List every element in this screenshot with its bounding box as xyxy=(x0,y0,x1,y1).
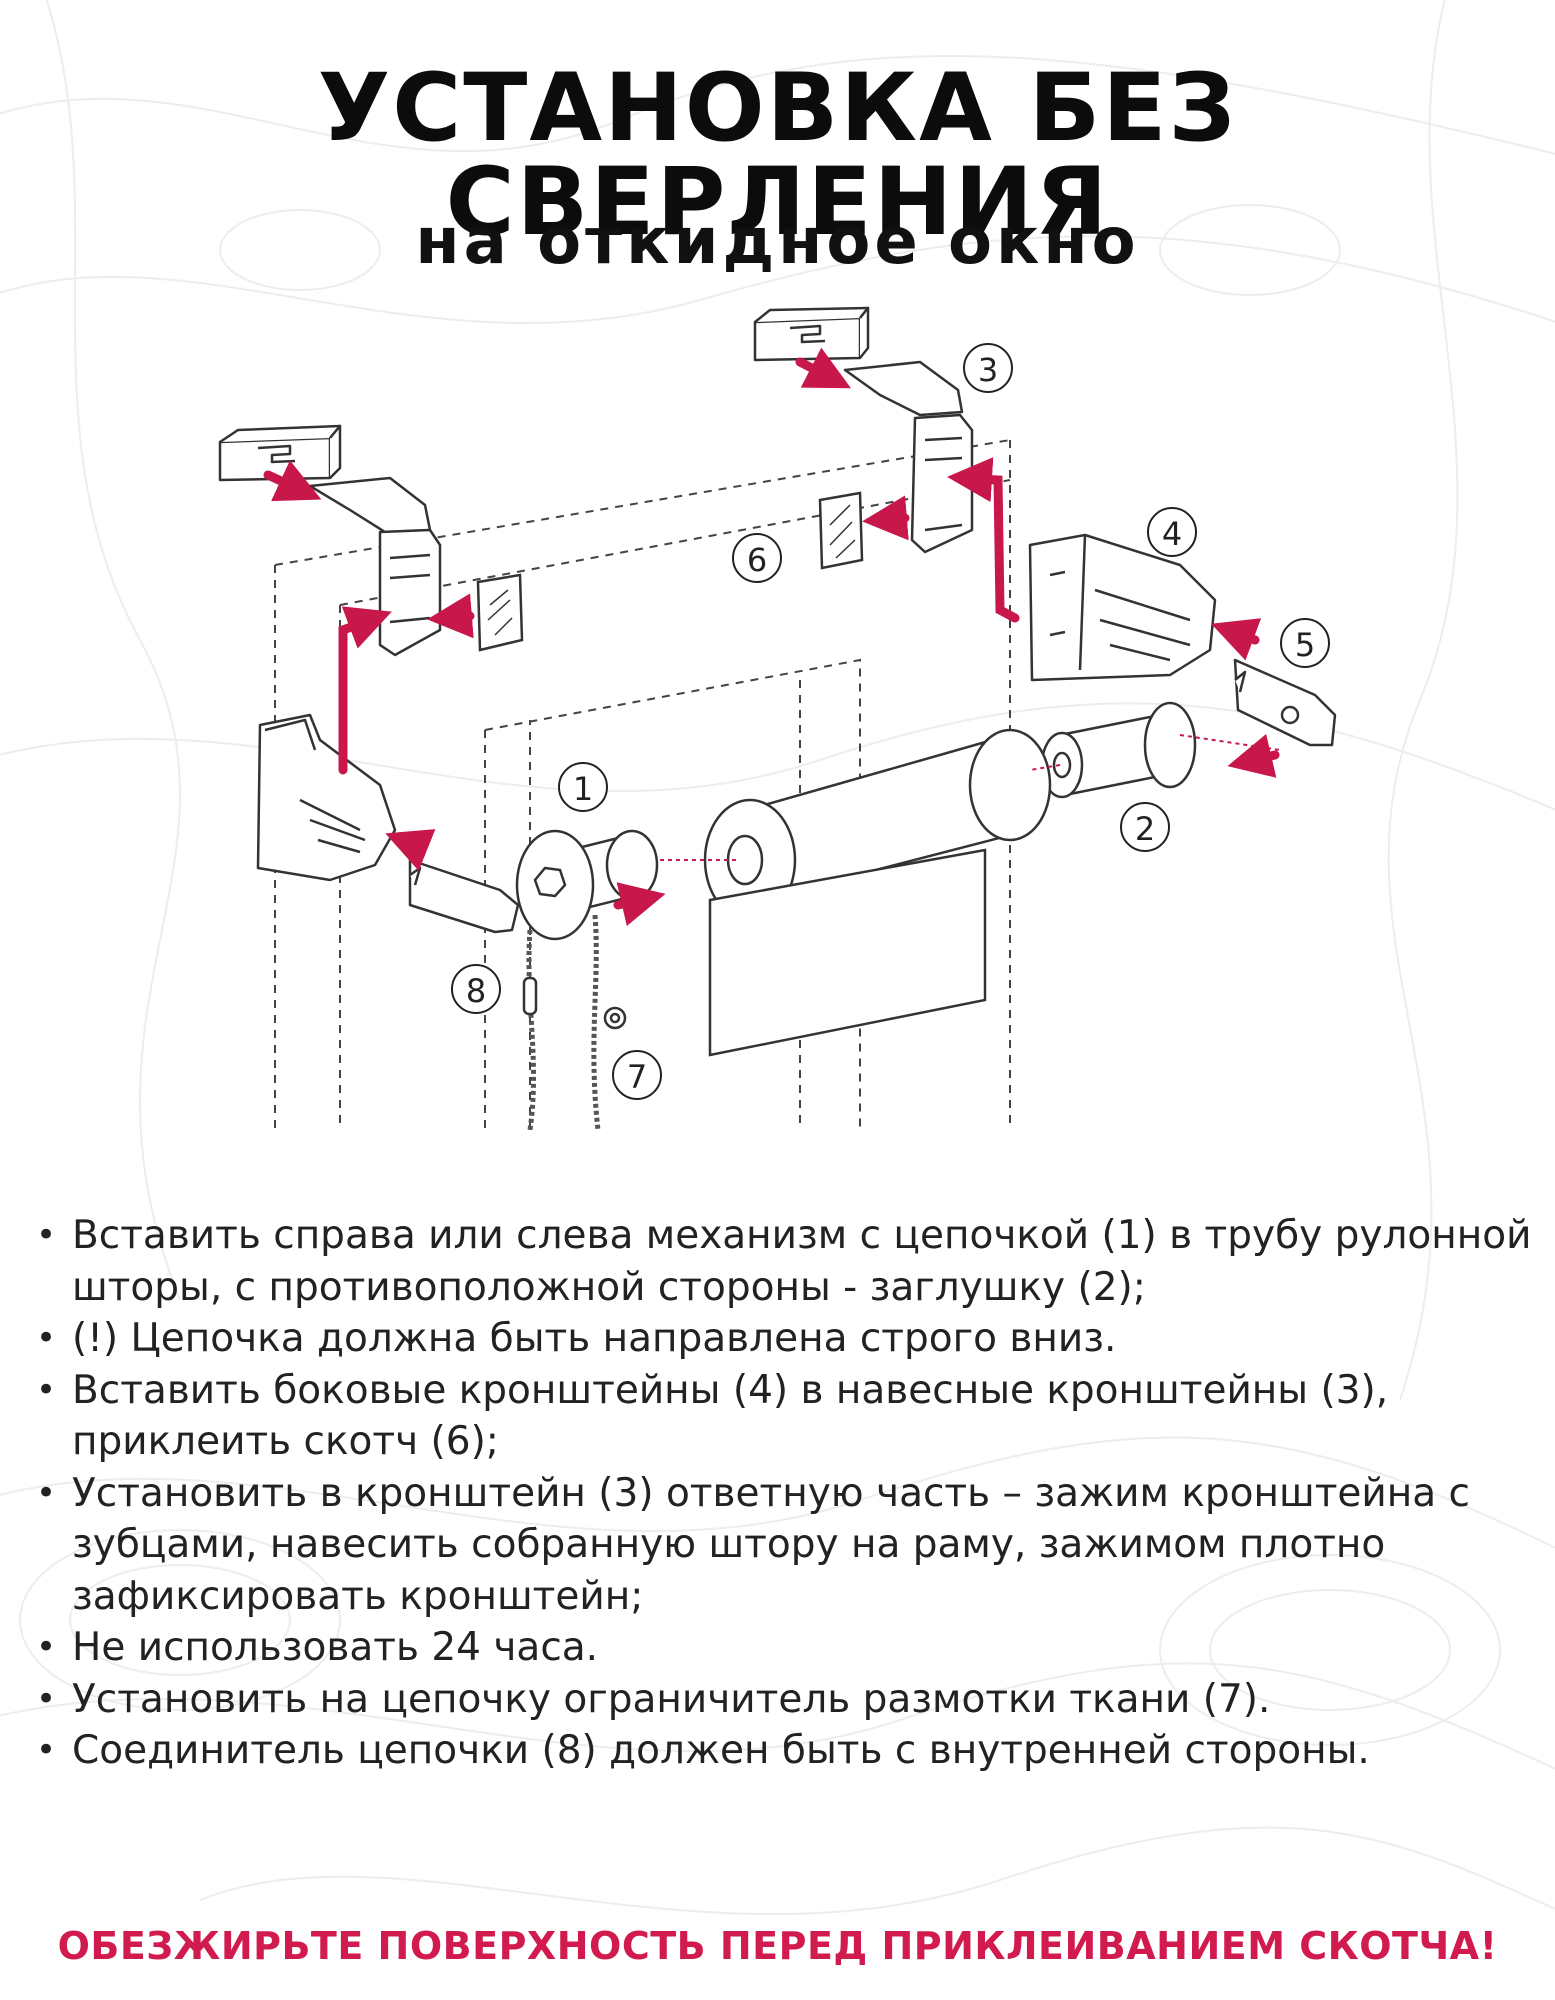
instruction-item: • Установить на цепочку ограничитель разм… xyxy=(32,1674,1532,1726)
label-6: 6 xyxy=(747,541,767,579)
warning-note: ОБЕЗЖИРЬТЕ ПОВЕРХНОСТЬ ПЕРЕД ПРИКЛЕИВАНИ… xyxy=(57,1924,1498,1968)
installation-diagram: 1 2 3 4 5 6 7 8 xyxy=(218,306,1337,1131)
instruction-text: Соединитель цепочки (8) должен быть с вн… xyxy=(72,1728,1370,1773)
label-circle-7 xyxy=(612,1050,662,1100)
label-circle-3 xyxy=(963,343,1013,393)
chain-mechanism xyxy=(515,829,659,941)
label-circle-4 xyxy=(1147,507,1197,557)
instruction-text: Установить на цепочку ограничитель размо… xyxy=(72,1676,1271,1722)
label-8: 8 xyxy=(466,972,486,1010)
instruction-text: Вставить боковые кронштейны (4) в навесн… xyxy=(72,1367,1389,1465)
label-circle-2 xyxy=(1120,802,1170,852)
label-1: 1 xyxy=(573,770,593,808)
instruction-item: • Вставить справа или слева механизм с це… xyxy=(32,1210,1532,1313)
side-bracket-right-upper xyxy=(910,413,974,554)
bullet: • xyxy=(36,1730,57,1770)
label-circle-6 xyxy=(732,533,782,583)
label-7: 7 xyxy=(627,1058,647,1096)
label-2: 2 xyxy=(1135,810,1155,848)
chain-stopper xyxy=(603,1006,627,1030)
instruction-item: • Вставить боковые кронштейны (4) в навес… xyxy=(32,1365,1532,1468)
bullet: • xyxy=(36,1472,57,1513)
instruction-item: • (!) Цепочка должна быть направлена стро… xyxy=(32,1313,1532,1365)
bullet: • xyxy=(36,1678,57,1719)
part-labels xyxy=(451,343,1330,1100)
chain-connector xyxy=(522,976,538,1016)
page-subtitle: на откидное окно xyxy=(415,205,1140,279)
fabric xyxy=(708,848,987,1057)
instruction-text: Вставить справа или слева механизм с цеп… xyxy=(72,1213,1532,1310)
bullet: • xyxy=(36,1318,57,1358)
instruction-text: Не использовать 24 часа. xyxy=(72,1625,599,1670)
side-bracket-left xyxy=(256,528,442,882)
label-circle-5 xyxy=(1280,618,1330,668)
alignment-lines xyxy=(660,734,1281,861)
label-5: 5 xyxy=(1295,626,1315,664)
chain xyxy=(526,914,601,1131)
bullet: • xyxy=(36,1215,57,1255)
adhesive-tape-left xyxy=(476,573,524,652)
end-plug xyxy=(1040,701,1197,799)
side-bracket-right xyxy=(1028,533,1217,682)
label-circle-8 xyxy=(451,964,501,1014)
label-3: 3 xyxy=(978,351,998,389)
page-title: УСТАНОВКА БЕЗ СВЕРЛЕНИЯ xyxy=(317,54,1238,257)
label-circle-1 xyxy=(558,762,608,812)
instruction-item: • Соединитель цепочки (8) должен быть с в… xyxy=(32,1725,1532,1777)
direction-arrows xyxy=(263,347,1280,927)
bullet: • xyxy=(36,1369,57,1410)
clamp-left xyxy=(408,858,520,934)
instruction-item: • Установить в кронштейн (3) ответную час… xyxy=(32,1468,1532,1623)
clamp-right xyxy=(1233,658,1337,747)
instruction-item: • Не использовать 24 часа. xyxy=(32,1622,1532,1674)
mounting-bracket-left xyxy=(218,424,432,534)
bullet: • xyxy=(36,1627,57,1667)
instructions-list: • Вставить справа или слева механизм с це… xyxy=(32,1210,1532,1777)
instruction-text: Установить в кронштейн (3) ответную част… xyxy=(72,1470,1471,1619)
mounting-bracket-right xyxy=(753,306,964,417)
label-4: 4 xyxy=(1162,515,1182,553)
instruction-text: (!) Цепочка должна быть направлена строг… xyxy=(72,1316,1117,1361)
adhesive-tape-right xyxy=(818,491,864,570)
